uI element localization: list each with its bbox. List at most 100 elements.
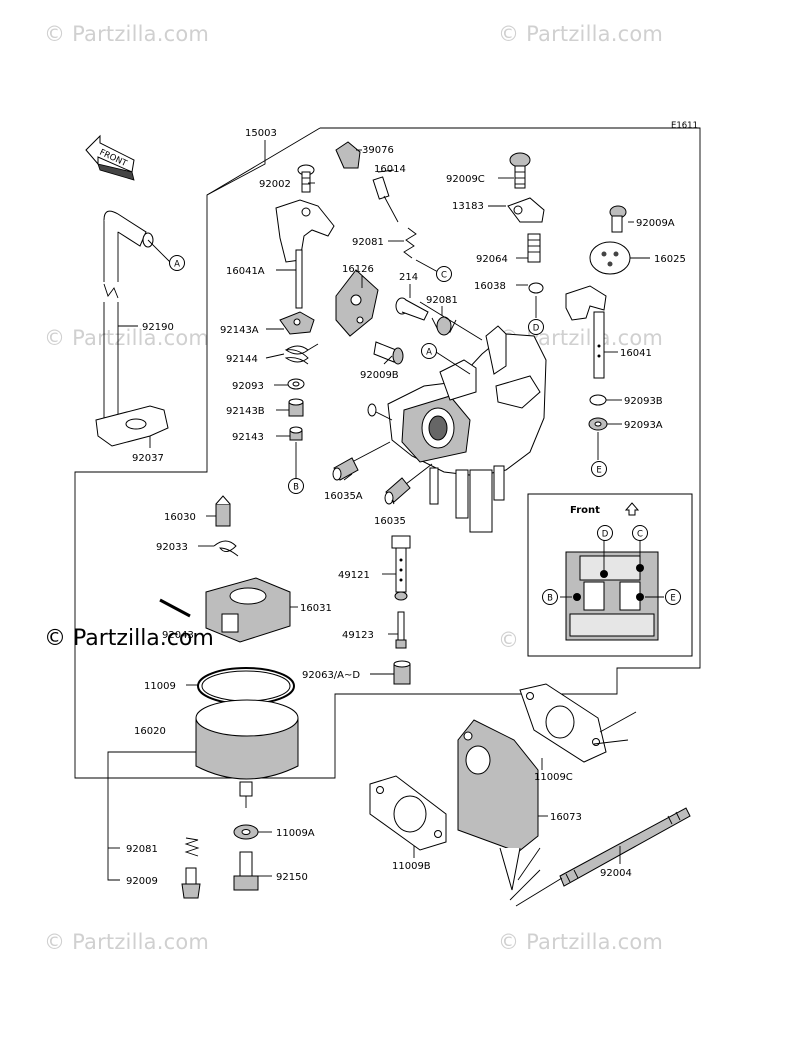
- label-92064: 92064: [476, 254, 508, 265]
- label-92093: 92093: [232, 381, 264, 392]
- callout-e-seal: E: [591, 461, 607, 477]
- label-92009B: 92009B: [360, 370, 399, 381]
- gasket-11009B: [369, 775, 447, 851]
- label-11009B: 11009B: [392, 861, 431, 872]
- screw-92009A: [609, 205, 627, 233]
- nozzle-49121: [391, 535, 411, 601]
- label-92004: 92004: [600, 868, 632, 879]
- choke-lever-16041A: [275, 199, 335, 309]
- label-92150: 92150: [276, 872, 308, 883]
- label-92143A: 92143A: [220, 325, 259, 336]
- up-arrow-icon: [624, 502, 640, 516]
- label-11009: 11009: [144, 681, 176, 692]
- watermark-top-left: © Partzilla.com: [44, 22, 210, 46]
- label-92002: 92002: [259, 179, 291, 190]
- label-92143: 92143: [232, 432, 264, 443]
- watermark-top-right: © Partzilla.com: [498, 22, 664, 46]
- leader-lines: [186, 149, 650, 877]
- screw-92009: [181, 867, 201, 899]
- svg-text:E: E: [670, 594, 675, 604]
- label-16030: 16030: [164, 512, 196, 523]
- pin-16030: [215, 495, 231, 527]
- throttle-lever-16041: [565, 285, 607, 379]
- label-15003: 15003: [245, 128, 277, 139]
- washer-92093B: [589, 394, 607, 406]
- label-16035A: 16035A: [324, 491, 363, 502]
- label-92093A: 92093A: [624, 420, 663, 431]
- label-16126: 16126: [342, 264, 374, 275]
- label-49123: 49123: [342, 630, 374, 641]
- callout-a-hose: A: [169, 255, 185, 271]
- callout-c-inset: C: [632, 525, 648, 541]
- screw-16014: [372, 169, 399, 223]
- label-11009A: 11009A: [276, 828, 315, 839]
- spring-92144: [284, 343, 319, 365]
- svg-text:B: B: [547, 594, 553, 604]
- watermark-main: © Partzilla.com: [44, 626, 214, 651]
- plate-92143A: [279, 311, 315, 335]
- float-bowl-16020: [195, 699, 299, 808]
- label-16041A: 16041A: [226, 266, 265, 277]
- label-16035: 16035: [374, 516, 406, 527]
- label-92143B: 92143B: [226, 406, 265, 417]
- inset-title: Front: [570, 505, 600, 516]
- label-92190: 92190: [142, 322, 174, 333]
- svg-text:B: B: [293, 483, 299, 493]
- label-92081-bottom: 92081: [126, 844, 158, 855]
- gasket-11009C: [519, 683, 607, 763]
- callout-b-collar: B: [288, 478, 304, 494]
- oring-16038: [528, 282, 544, 294]
- label-49121: 49121: [338, 570, 370, 581]
- jet-16035: [384, 477, 411, 505]
- svg-text:D: D: [533, 324, 540, 334]
- valve-plate-16025: [589, 241, 631, 275]
- seal-92093A: [588, 417, 608, 460]
- front-arrow: FRONT: [85, 134, 135, 181]
- label-92144: 92144: [226, 354, 258, 365]
- label-16014: 16014: [374, 164, 406, 175]
- label-92033: 92033: [156, 542, 188, 553]
- float-16031: [205, 577, 291, 643]
- bracket-13183: [507, 197, 545, 223]
- svg-text:C: C: [637, 530, 643, 540]
- screw-92002: [297, 164, 315, 193]
- label-13183: 13183: [452, 201, 484, 212]
- diaphragm-16126: [335, 269, 379, 337]
- needle-92064: [527, 233, 541, 263]
- svg-text:E: E: [596, 466, 601, 476]
- callout-a-body: A: [421, 343, 437, 359]
- label-92093B: 92093B: [624, 396, 663, 407]
- spring-92081-top: [403, 227, 417, 259]
- seal-92063: [393, 660, 411, 685]
- screw-92009B: [373, 341, 404, 365]
- label-92043: 92043: [162, 630, 194, 641]
- label-92037: 92037: [132, 453, 164, 464]
- figure-code: E1611: [671, 121, 698, 131]
- carburetor-body: [351, 301, 547, 533]
- fuel-hose-92190: [103, 210, 171, 418]
- pin-92043: [159, 598, 191, 618]
- label-16031: 16031: [300, 603, 332, 614]
- washer-11009A: [233, 824, 259, 840]
- jet-16035A: [332, 457, 359, 481]
- inset-front-view: Front: [527, 493, 693, 657]
- label-92081-mid: 92081: [426, 295, 458, 306]
- cap-39076: [335, 141, 361, 169]
- label-39076: 39076: [362, 145, 394, 156]
- stud-92004: [559, 807, 691, 887]
- callout-c-spring: C: [436, 266, 452, 282]
- label-16025: 16025: [654, 254, 686, 265]
- screw-92009C: [509, 152, 531, 189]
- label-214: 214: [399, 272, 418, 283]
- gasket-11009: [197, 667, 295, 705]
- clip-92033: [213, 540, 239, 557]
- svg-text:C: C: [441, 271, 447, 281]
- label-92009C: 92009C: [446, 174, 485, 185]
- label-92009A: 92009A: [636, 218, 675, 229]
- label-16038: 16038: [474, 281, 506, 292]
- label-16041: 16041: [620, 348, 652, 359]
- svg-text:A: A: [426, 348, 432, 358]
- callout-b-inset: B: [542, 589, 558, 605]
- label-92009: 92009: [126, 876, 158, 887]
